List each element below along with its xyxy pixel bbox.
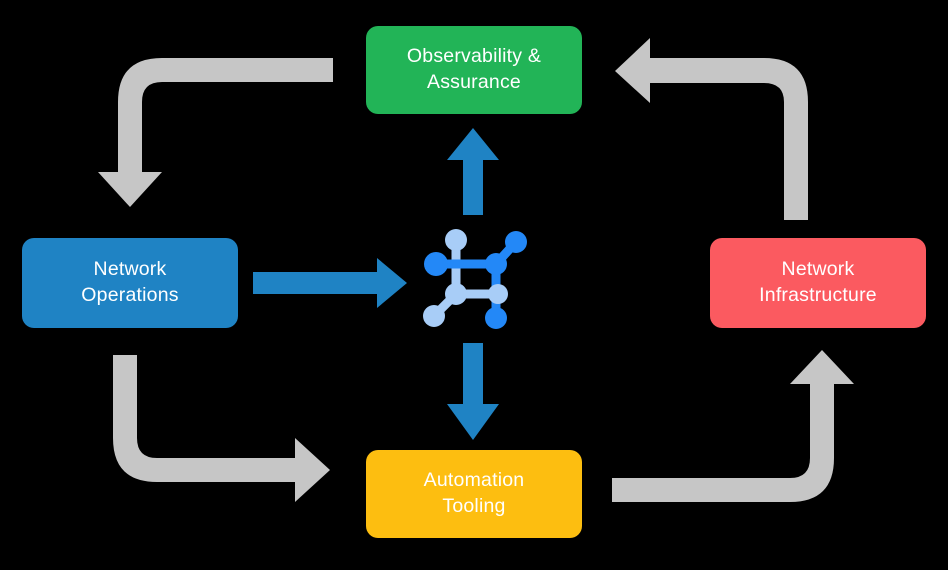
topology-dark-nodes [424, 231, 527, 329]
connector-operations-to-automation [113, 355, 330, 502]
node-infrastructure-label: Network Infrastructure [759, 258, 877, 306]
node-observability-and-assurance[interactable]: Observability & Assurance [366, 26, 582, 114]
node-network-infrastructure[interactable]: Network Infrastructure [710, 238, 926, 328]
node-automation-tooling[interactable]: Automation Tooling [366, 450, 582, 538]
node-network-operations[interactable]: Network Operations [22, 238, 238, 328]
topology-light-nodes [423, 229, 508, 327]
connector-observability-to-operations [98, 58, 333, 207]
connector-center-to-observability [447, 128, 499, 215]
connector-center-to-automation [447, 343, 499, 440]
connector-automation-to-infrastructure [612, 350, 854, 502]
topology-light-edges [429, 235, 503, 321]
node-observability-label: Observability & Assurance [406, 45, 542, 93]
node-automation-label: Automation Tooling [423, 469, 525, 517]
connector-infrastructure-to-observability [615, 38, 808, 220]
node-operations-label: Network Operations [81, 258, 179, 306]
connector-operations-to-center [253, 258, 407, 308]
network-topology-icon [418, 222, 530, 334]
